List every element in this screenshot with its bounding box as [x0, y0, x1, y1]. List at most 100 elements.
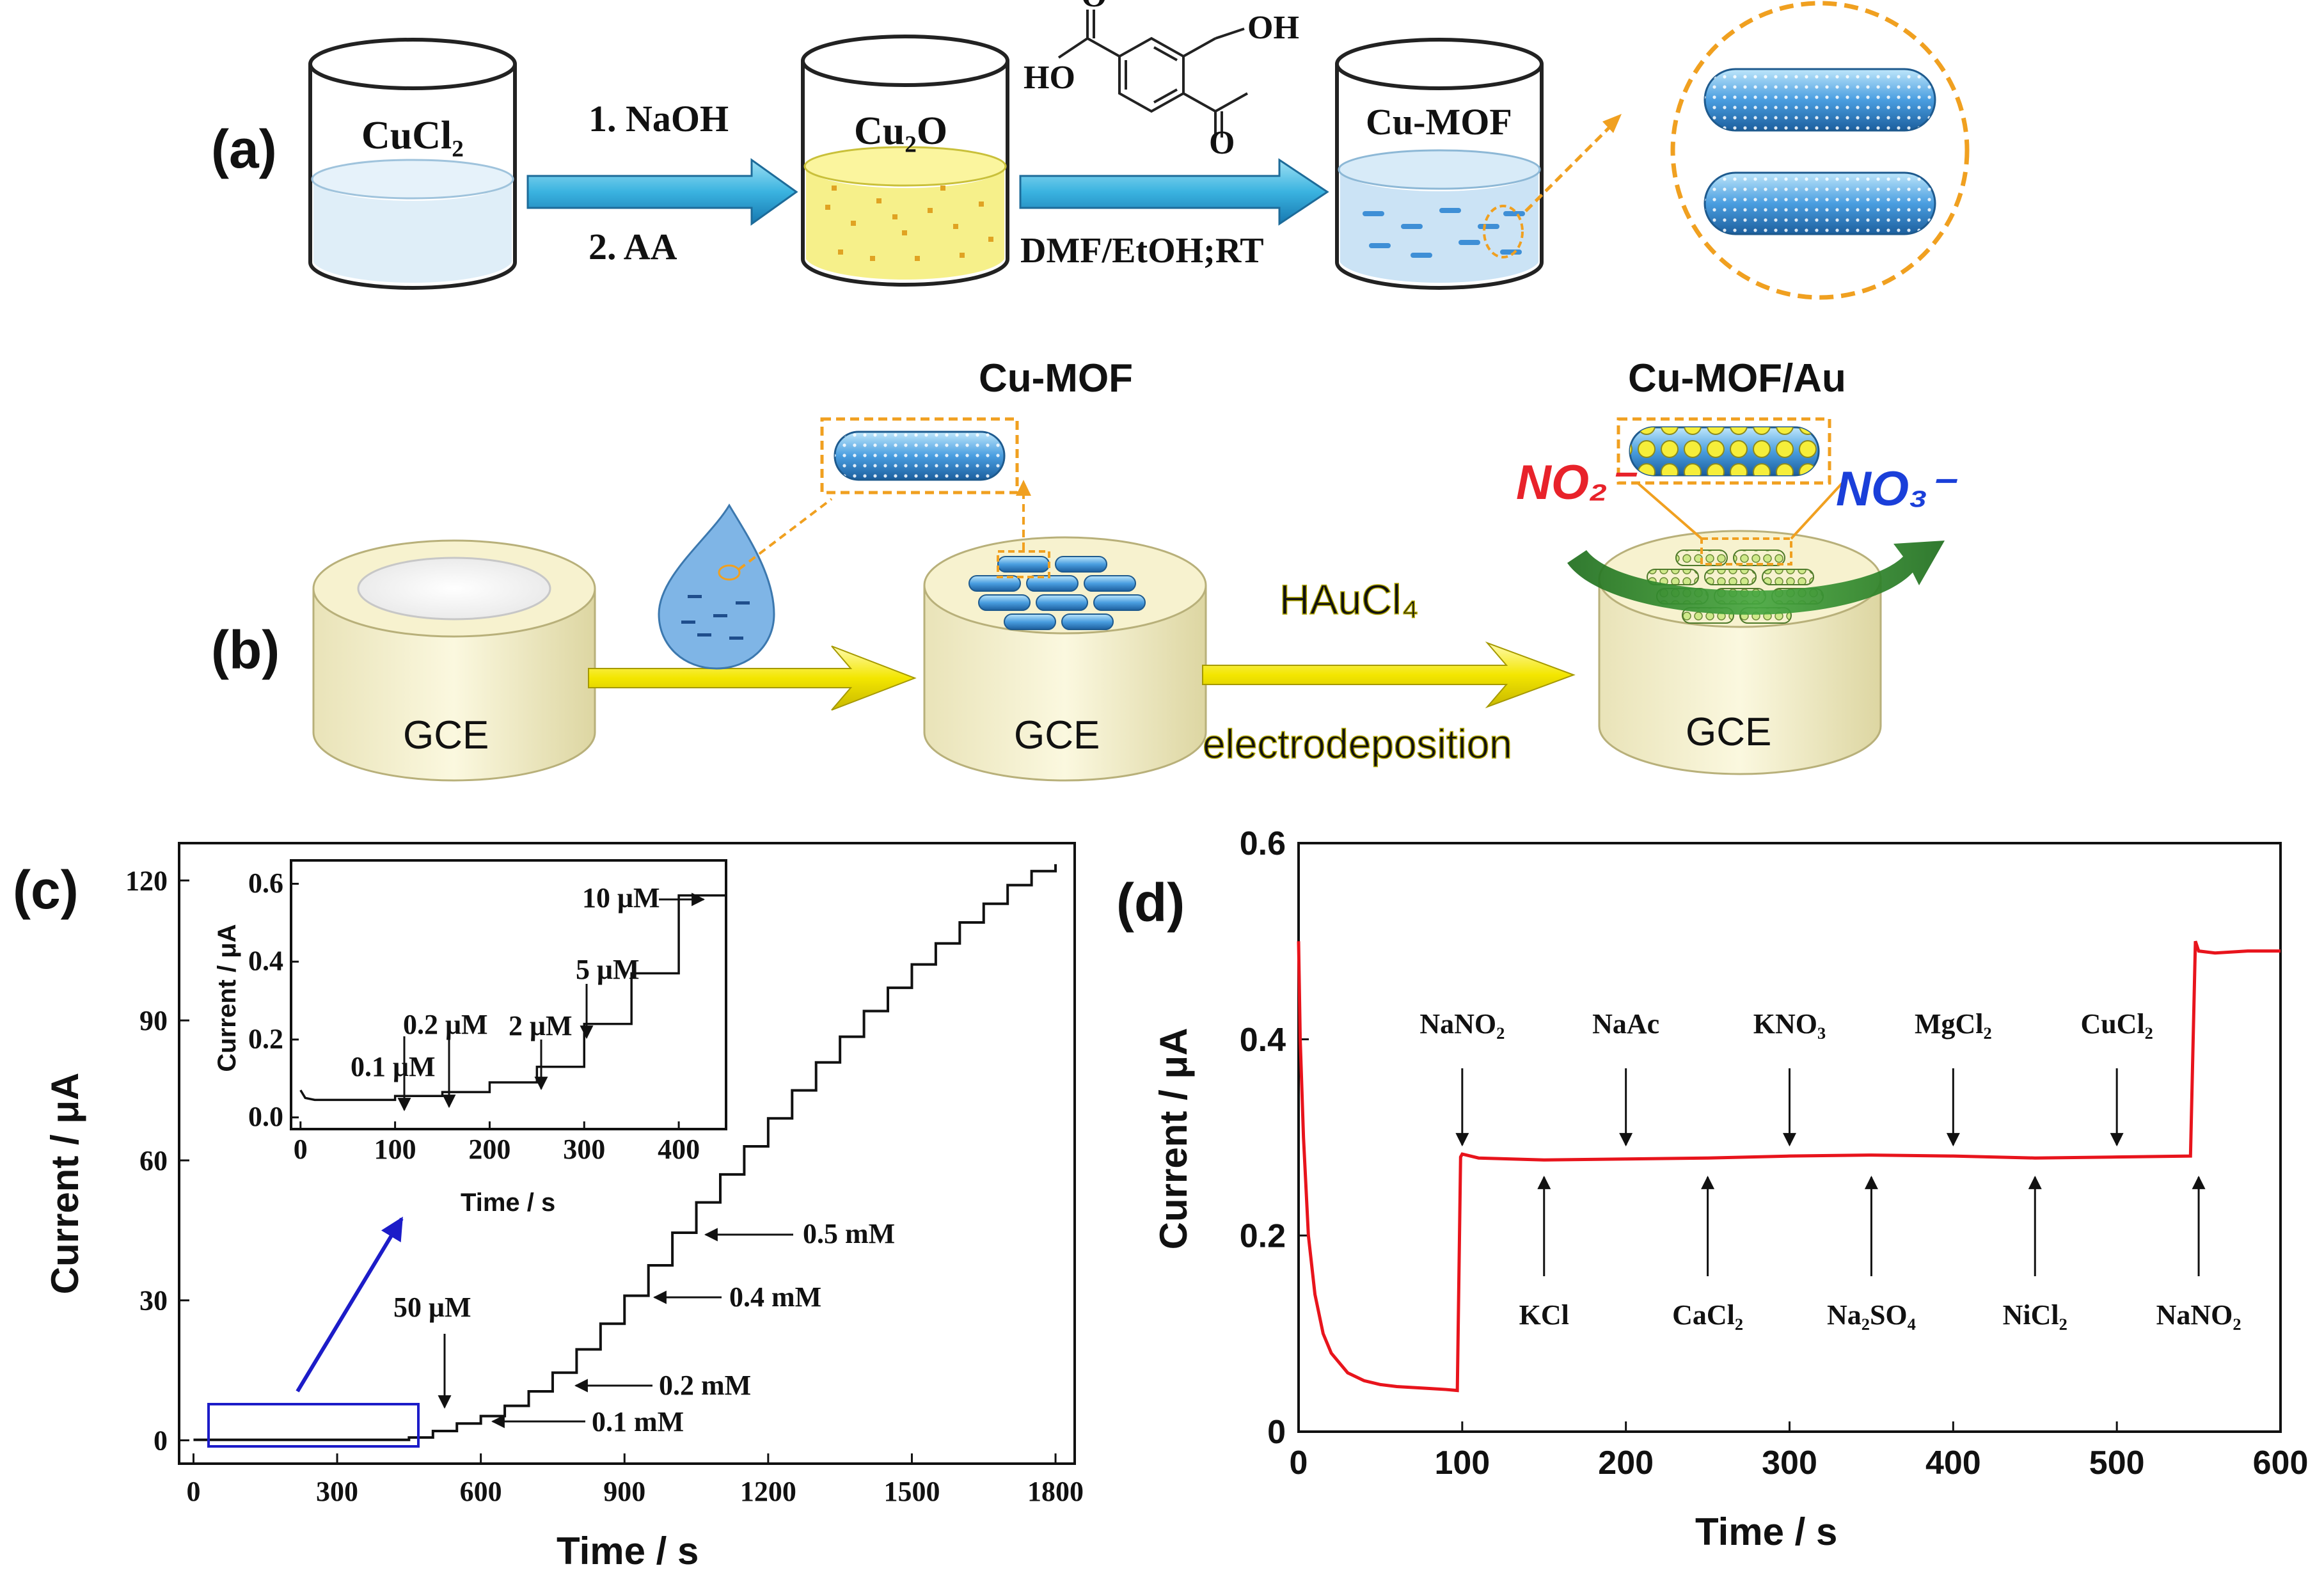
panel-c-label: (c) [13, 860, 79, 920]
inset-ann-2uM: 2 μM [509, 1010, 572, 1041]
inset-pointer-arrow [296, 1216, 404, 1393]
mof-zoom [1524, 1, 1970, 300]
chart-c-ytick-label: 30 [139, 1285, 168, 1317]
linker-oh-top: OH [1247, 10, 1299, 46]
chart-c-inset-ytick-label: 0.2 [248, 1023, 283, 1054]
electrode-gce-2: GCE [923, 480, 1207, 782]
addition-bottom-label: NiCl₂ [2003, 1299, 2067, 1331]
reagent-label: HAuCl₄ [1279, 576, 1419, 623]
chart-c-inset-series-line [299, 894, 726, 1102]
chart-d-xtick-label: 0 [1290, 1444, 1308, 1482]
chart-d-series-line [1297, 940, 2281, 1393]
arrow-step1: 1. NaOH 2. AA [526, 98, 798, 267]
cu-mof-label: Cu-MOF [979, 356, 1133, 400]
chart-c-ytick-label: 120 [125, 865, 168, 896]
cu-mof-rod-inset [820, 417, 1019, 494]
beaker2-label: Cu₂O [854, 109, 947, 153]
chart-d-xtick-label: 300 [1762, 1444, 1817, 1482]
nitrite-oxidation-arc [1567, 541, 1945, 615]
chart-d-xlabel: Time / s [1695, 1510, 1837, 1553]
chart-c-ylabel: Current / μA [43, 1073, 86, 1295]
chart-c-inset-ytick-label: 0.0 [248, 1101, 283, 1132]
chart-c-ytick-label: 90 [139, 1005, 168, 1036]
electrode2-mof-rods [968, 556, 1146, 630]
condition-label: DMF/EtOH;RT [1020, 231, 1264, 271]
chart-c-series-line [193, 864, 1057, 1441]
chart-c-xtick-label: 1200 [740, 1476, 796, 1507]
chart-c-xtick-label: 300 [316, 1476, 358, 1507]
arrow-step2: DMF/EtOH;RT [1019, 158, 1329, 271]
chart-d-xtick-label: 400 [1925, 1444, 1981, 1482]
inset-ann-01uM: 0.1 μM [351, 1051, 435, 1082]
process-label: electrodeposition [1203, 721, 1512, 767]
electrode1-label: GCE [403, 713, 489, 757]
nitrite-label: NO₂⁻ [1516, 455, 1638, 510]
chart-c-xtick-label: 900 [603, 1476, 645, 1507]
ann-01mM: 0.1 mM [592, 1406, 684, 1437]
arrow-electrodeposition [1202, 641, 1576, 709]
chart-d-ytick-label: 0 [1267, 1414, 1286, 1451]
chart-d-xtick-label: 500 [2089, 1444, 2145, 1482]
terephthalic-acid-structure [1057, 10, 1248, 138]
addition-top-label: NaNO₂ [1419, 1008, 1505, 1040]
addition-top-label: MgCl₂ [1915, 1008, 1992, 1040]
chart-d-ytick-label: 0.4 [1240, 1022, 1286, 1059]
panel-a: (a) CuCl₂ 1. NaOH 2. AA [211, 0, 1970, 300]
chart-c-frame [178, 842, 1076, 1465]
beaker3-label: Cu-MOF [1366, 101, 1512, 143]
cu-mof-au-label: Cu-MOF/Au [1628, 356, 1846, 400]
addition-bottom-label: CaCl₂ [1672, 1299, 1743, 1331]
ann-50uM: 50 μM [393, 1292, 471, 1323]
chart-d-xtick-label: 100 [1434, 1444, 1490, 1482]
chart-c-inset-xtick-label: 0 [294, 1134, 308, 1165]
linker-o-left: O [1081, 0, 1107, 14]
inset-ylabel: Current / μA [213, 924, 241, 1072]
step2-label: 2. AA [589, 226, 677, 267]
inset-ann-10uM: 10 μM [582, 882, 660, 914]
chart-c-xlabel: Time / s [557, 1530, 699, 1572]
linker-o-right: O [1209, 125, 1235, 161]
chart-c-inset-xtick-label: 300 [563, 1134, 605, 1165]
ann-02mM: 0.2 mM [659, 1370, 751, 1401]
chart-c-inset-frame [290, 859, 727, 1130]
panel-b: (b) GCE [211, 356, 1958, 782]
chart-d-ylabel: Current / μA [1152, 1028, 1195, 1250]
linker-ho: HO [1024, 59, 1075, 96]
panel-d-label: (d) [1116, 873, 1185, 933]
electrode-gce-1: GCE [312, 539, 596, 782]
chart-c-xtick-label: 600 [460, 1476, 502, 1507]
addition-top-label: KNO₃ [1753, 1008, 1826, 1040]
chart-c-ytick-label: 0 [154, 1425, 168, 1457]
addition-bottom-label: NaNO₂ [2156, 1299, 2241, 1331]
electrode3-label: GCE [1686, 710, 1771, 754]
addition-bottom-label: Na₂SO₄ [1827, 1299, 1916, 1331]
addition-top-label: CuCl₂ [2080, 1008, 2153, 1040]
beaker1-label: CuCl₂ [361, 114, 464, 157]
panel-a-label: (a) [211, 119, 277, 179]
cu2o-particles [825, 186, 993, 261]
arrow-drop-coat [588, 645, 917, 711]
chart-d-additions: NaNO₂ NaAc KNO₃ MgCl₂ CuCl₂ KCl CaCl₂ Na₂SO₄ NiC… [1419, 1008, 2241, 1331]
nitrate-label: NO₃⁻ [1836, 462, 1958, 516]
addition-bottom-label: KCl [1519, 1299, 1569, 1331]
inset-region-box [207, 1403, 420, 1448]
mof-rods-small [1363, 208, 1525, 258]
electrode2-label: GCE [1014, 713, 1100, 757]
chart-c-inset-xtick-label: 200 [468, 1134, 510, 1165]
chart-d-ytick-label: 0.6 [1240, 825, 1286, 862]
chart-c-inset-xtick-label: 100 [374, 1134, 416, 1165]
chart-c-xtick-label: 0 [186, 1476, 200, 1507]
addition-top-label: NaAc [1592, 1008, 1659, 1040]
chart-c-inset-ytick-label: 0.6 [248, 867, 283, 899]
beaker-cu-mof: Cu-MOF [1335, 38, 1544, 290]
chart-d-xtick-label: 200 [1598, 1444, 1654, 1482]
chart-c-inset-ytick-label: 0.4 [248, 945, 283, 977]
chart-c-xtick-label: 1800 [1027, 1476, 1084, 1507]
beaker-cucl2: CuCl₂ [308, 38, 517, 290]
